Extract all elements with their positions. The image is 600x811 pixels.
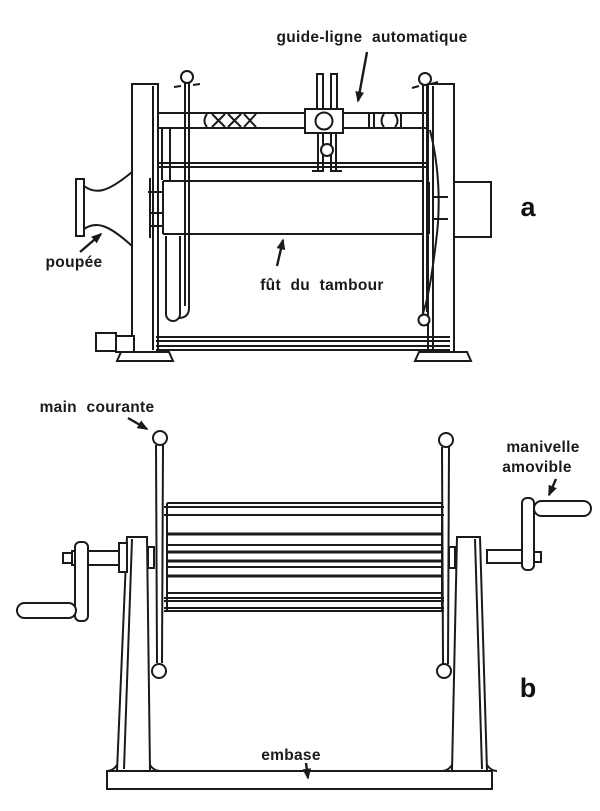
label-manivelle-line2: amovible bbox=[502, 459, 572, 476]
right-handrail bbox=[436, 432, 454, 679]
arrow-embase bbox=[302, 762, 312, 780]
threaded-shaft bbox=[158, 112, 428, 129]
right-ratchet-rod bbox=[411, 72, 448, 327]
base-plate bbox=[106, 770, 493, 790]
label-embase: embase bbox=[261, 747, 321, 764]
left-ratchet-rod bbox=[173, 70, 201, 319]
warping-head bbox=[75, 171, 133, 247]
left-post-b bbox=[106, 536, 161, 772]
bottom-rails bbox=[156, 336, 450, 351]
label-manivelle-line1: manivelle bbox=[506, 439, 579, 456]
drum-barrel bbox=[162, 180, 430, 235]
right-crank-handle bbox=[533, 500, 592, 517]
right-crank bbox=[486, 497, 592, 571]
mount-blocks bbox=[95, 332, 135, 353]
arrow-manivelle bbox=[547, 478, 558, 497]
lower-rails-b bbox=[164, 597, 444, 612]
thread-marks bbox=[203, 113, 402, 128]
left-handrail bbox=[151, 430, 168, 679]
figure-b-label: b bbox=[520, 673, 537, 703]
left-bearing bbox=[147, 546, 155, 569]
drum-front bbox=[164, 502, 444, 611]
label-guide-ligne: guide-ligne automatique bbox=[276, 29, 467, 46]
left-post bbox=[115, 83, 175, 362]
right-bearing bbox=[448, 546, 456, 569]
arrow-guide-ligne bbox=[355, 51, 369, 103]
arrow-poupee bbox=[79, 232, 103, 253]
label-poupee: poupée bbox=[46, 254, 103, 271]
left-crank-handle bbox=[16, 602, 77, 619]
label-main-courante: main courante bbox=[40, 399, 155, 416]
rod-end-loop bbox=[417, 313, 431, 327]
upper-rail bbox=[158, 162, 428, 168]
arrow-fut-du-tambour bbox=[275, 238, 286, 267]
right-post-b bbox=[441, 536, 498, 772]
axle-stub bbox=[453, 181, 492, 238]
label-fut-du-tambour: fût du tambour bbox=[260, 277, 384, 294]
left-drum-bracket bbox=[148, 128, 181, 322]
arrow-main-courante bbox=[127, 416, 149, 431]
line-guide-block bbox=[304, 73, 344, 172]
figure-b: main courante manivelle amovible embase … bbox=[16, 399, 592, 790]
left-crank bbox=[16, 541, 128, 622]
brake-band bbox=[421, 129, 440, 317]
figure-a: guide-ligne automatique poupée fût du ta… bbox=[46, 29, 536, 362]
figure-a-label: a bbox=[520, 192, 536, 222]
